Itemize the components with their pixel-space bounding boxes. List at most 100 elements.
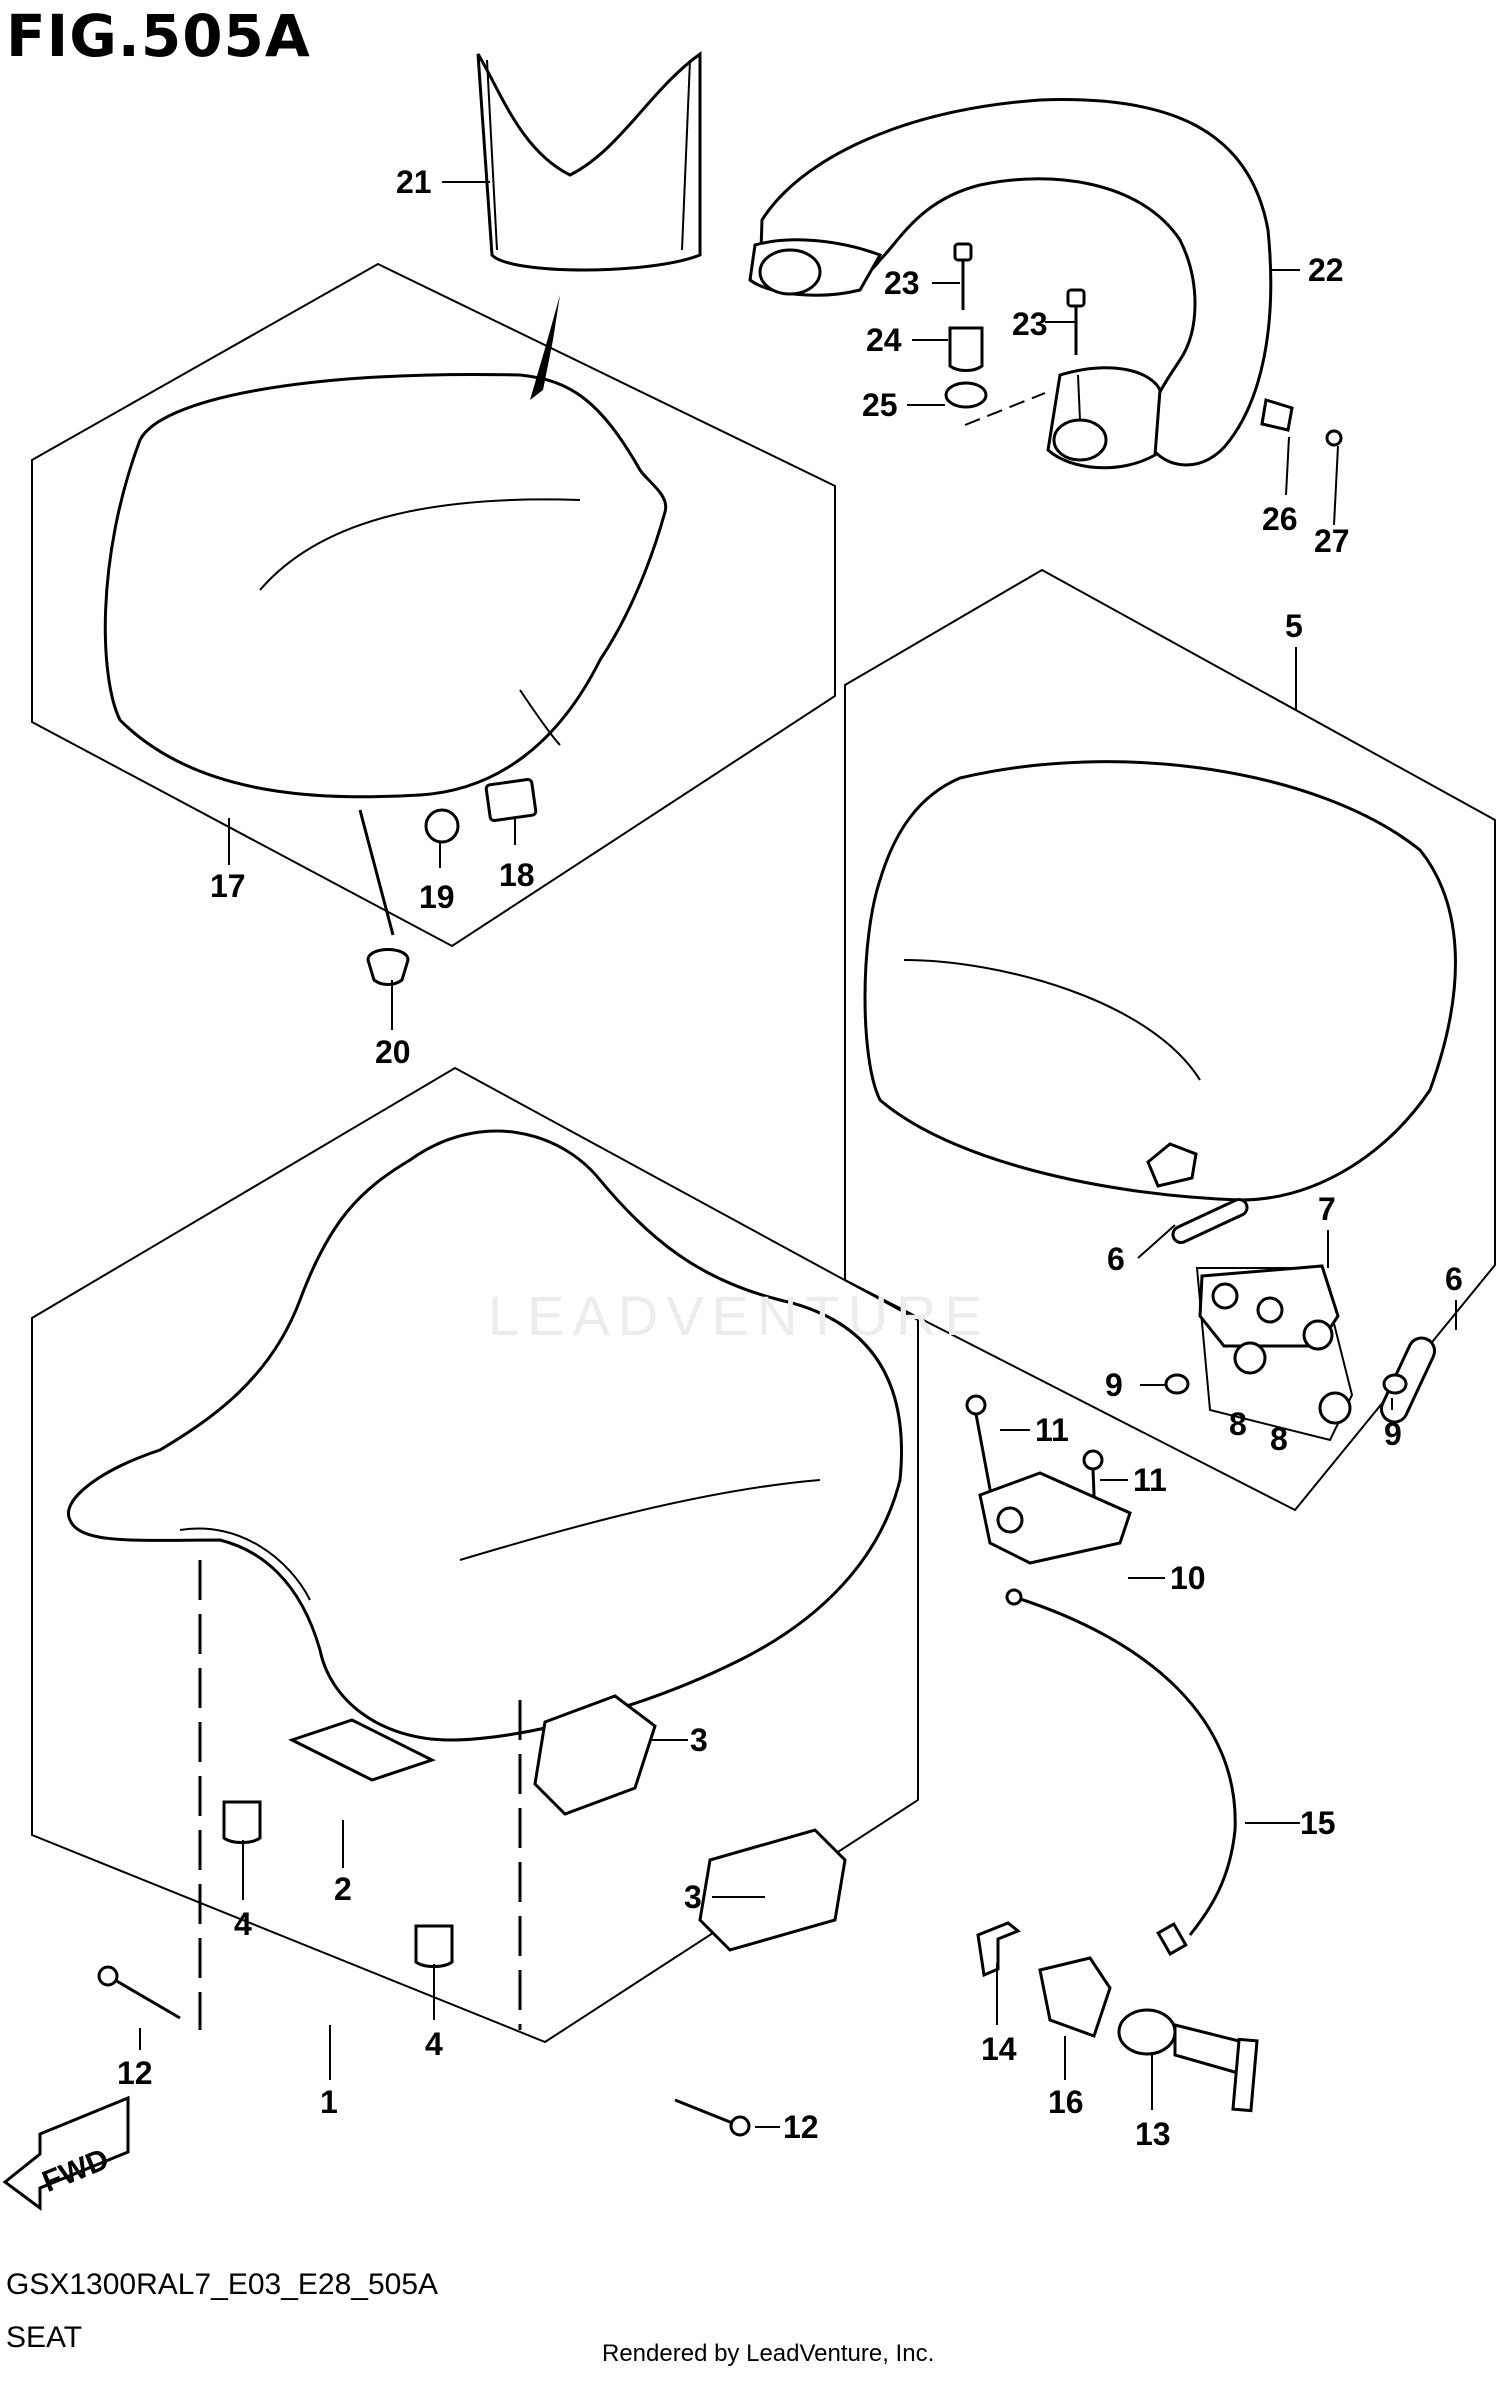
part-14-clip [976, 1921, 1021, 1978]
callout-14: 14 [981, 2031, 1017, 2067]
callout-9a: 9 [1105, 1367, 1123, 1403]
callout-27: 27 [1314, 523, 1350, 559]
lock-assembly-group [965, 1394, 1259, 2113]
callout-20: 20 [375, 1034, 411, 1070]
pillion-seam [903, 959, 1201, 1081]
callout-8a: 8 [1229, 1406, 1247, 1442]
callout-7: 7 [1318, 1191, 1336, 1227]
part-7-hole-a [1211, 1282, 1239, 1310]
callout-labels: 21 22 23 23 24 25 26 27 5 17 18 19 20 7 … [117, 164, 1463, 2152]
part-20-cushion [366, 948, 410, 986]
part-11-bolt-shank-a [974, 1413, 994, 1501]
rail-leader-line [1077, 374, 1081, 421]
callout-13: 13 [1135, 2116, 1171, 2152]
part-9-nut-b [1382, 1373, 1408, 1395]
callout-26: 26 [1262, 501, 1298, 537]
part-16-plate [1038, 1956, 1112, 2038]
fwd-arrow: FWD [2, 2095, 130, 2211]
part-5-pillion-seat [863, 760, 1457, 1202]
model-code: GSX1300RAL7_E03_E28_505A [6, 2268, 439, 2301]
part-12-bolt-head-b [729, 2115, 751, 2137]
part-15-cable-end-bottom [1156, 1922, 1188, 1956]
main-seat-seam [459, 1479, 821, 1561]
callout-11a: 11 [1035, 1412, 1069, 1448]
part-4-damper-a [222, 1800, 262, 1844]
rear-cover-pointer [530, 295, 560, 400]
callout-19: 19 [419, 879, 455, 915]
rear-cover-leader-line [358, 809, 395, 936]
callout-10: 10 [1170, 1560, 1206, 1596]
part-15-cable [1013, 1595, 1237, 1936]
grab-rail-front-hole [758, 248, 822, 296]
part-13-key-blade [1231, 2037, 1259, 2113]
callout-22: 22 [1308, 252, 1344, 288]
section-name: SEAT [6, 2321, 83, 2354]
callout-24: 24 [866, 322, 902, 358]
part-7-hole-b [1256, 1296, 1284, 1324]
rear-cover-edge [519, 689, 561, 746]
part-12-bolt-b [674, 2098, 741, 2128]
main-seat-tail-rim [179, 1527, 311, 1601]
figure-title: FIG.505A [6, 2, 311, 70]
leader-lines [139, 181, 1457, 2128]
part-9-nut-a [1164, 1373, 1190, 1395]
main-seat-group [31, 1066, 919, 2044]
part-24-collar [948, 326, 984, 372]
callout-17: 17 [210, 868, 246, 904]
callout-5: 5 [1285, 608, 1303, 644]
rail-hardware-group [944, 242, 1343, 447]
part-4-damper-b [414, 1924, 454, 1968]
callout-4b: 4 [425, 2026, 443, 2062]
callout-9b: 9 [1384, 1416, 1402, 1452]
callout-18: 18 [499, 857, 535, 893]
watermark: LEADVENTURE [488, 1284, 990, 1347]
rear-seat-cover-group [31, 262, 836, 986]
part-27-nut [1325, 429, 1343, 447]
part-15-cable-end-top [1005, 1588, 1023, 1606]
callout-1: 1 [320, 2084, 338, 2120]
part-23-bolt-head-b [1066, 288, 1086, 308]
grab-rail-rear-hole [1052, 418, 1108, 462]
callout-12a: 12 [117, 2055, 153, 2091]
rear-cover-outline [31, 262, 836, 948]
callout-3b: 3 [684, 1879, 702, 1915]
part-21-cover [476, 51, 702, 272]
part-10-latch-hole [996, 1506, 1024, 1534]
rear-cover-seam [259, 498, 581, 591]
part-18-plate [484, 777, 538, 823]
part-26-screw [1260, 398, 1294, 432]
part-13-cylinder [1117, 2008, 1177, 2056]
part-21-ridge-left [486, 59, 498, 251]
callout-23a: 23 [884, 265, 920, 301]
rail-dash-line [964, 392, 1046, 426]
pillion-seat-group [844, 568, 1496, 1512]
callout-25: 25 [862, 387, 898, 423]
render-credit: Rendered by LeadVenture, Inc. [602, 2340, 935, 2367]
part-2-pad [288, 1718, 436, 1782]
part-25-bush [944, 381, 988, 409]
callout-11b: 11 [1133, 1462, 1167, 1498]
part-10-latch [978, 1471, 1132, 1565]
part-12-bolt-a [107, 1974, 181, 2020]
part-1-main-seat [67, 1129, 903, 1742]
part-3-cushion-b [698, 1828, 847, 1952]
callout-15: 15 [1300, 1805, 1336, 1841]
part-6-strip-a [1171, 1197, 1249, 1245]
callout-2: 2 [334, 1871, 352, 1907]
pillion-outline [844, 568, 1496, 1512]
callout-3a: 3 [690, 1722, 708, 1758]
pillion-hinge [1146, 1142, 1198, 1188]
part-8-grommet-b [1318, 1391, 1352, 1425]
callout-16: 16 [1048, 2084, 1084, 2120]
grab-rail-group [748, 98, 1273, 470]
part-3-cushion-a [533, 1694, 657, 1816]
main-seat-outline [31, 1066, 919, 2044]
callout-12b: 12 [783, 2109, 819, 2145]
part-21-ridge-right [681, 59, 691, 251]
part-12-bolt-head-a [97, 1965, 119, 1987]
part-11-bolt-head-a [965, 1394, 987, 1416]
callout-4a: 4 [234, 1906, 252, 1942]
callout-6b: 6 [1445, 1261, 1463, 1297]
part-8-grommet-a [1233, 1341, 1267, 1375]
